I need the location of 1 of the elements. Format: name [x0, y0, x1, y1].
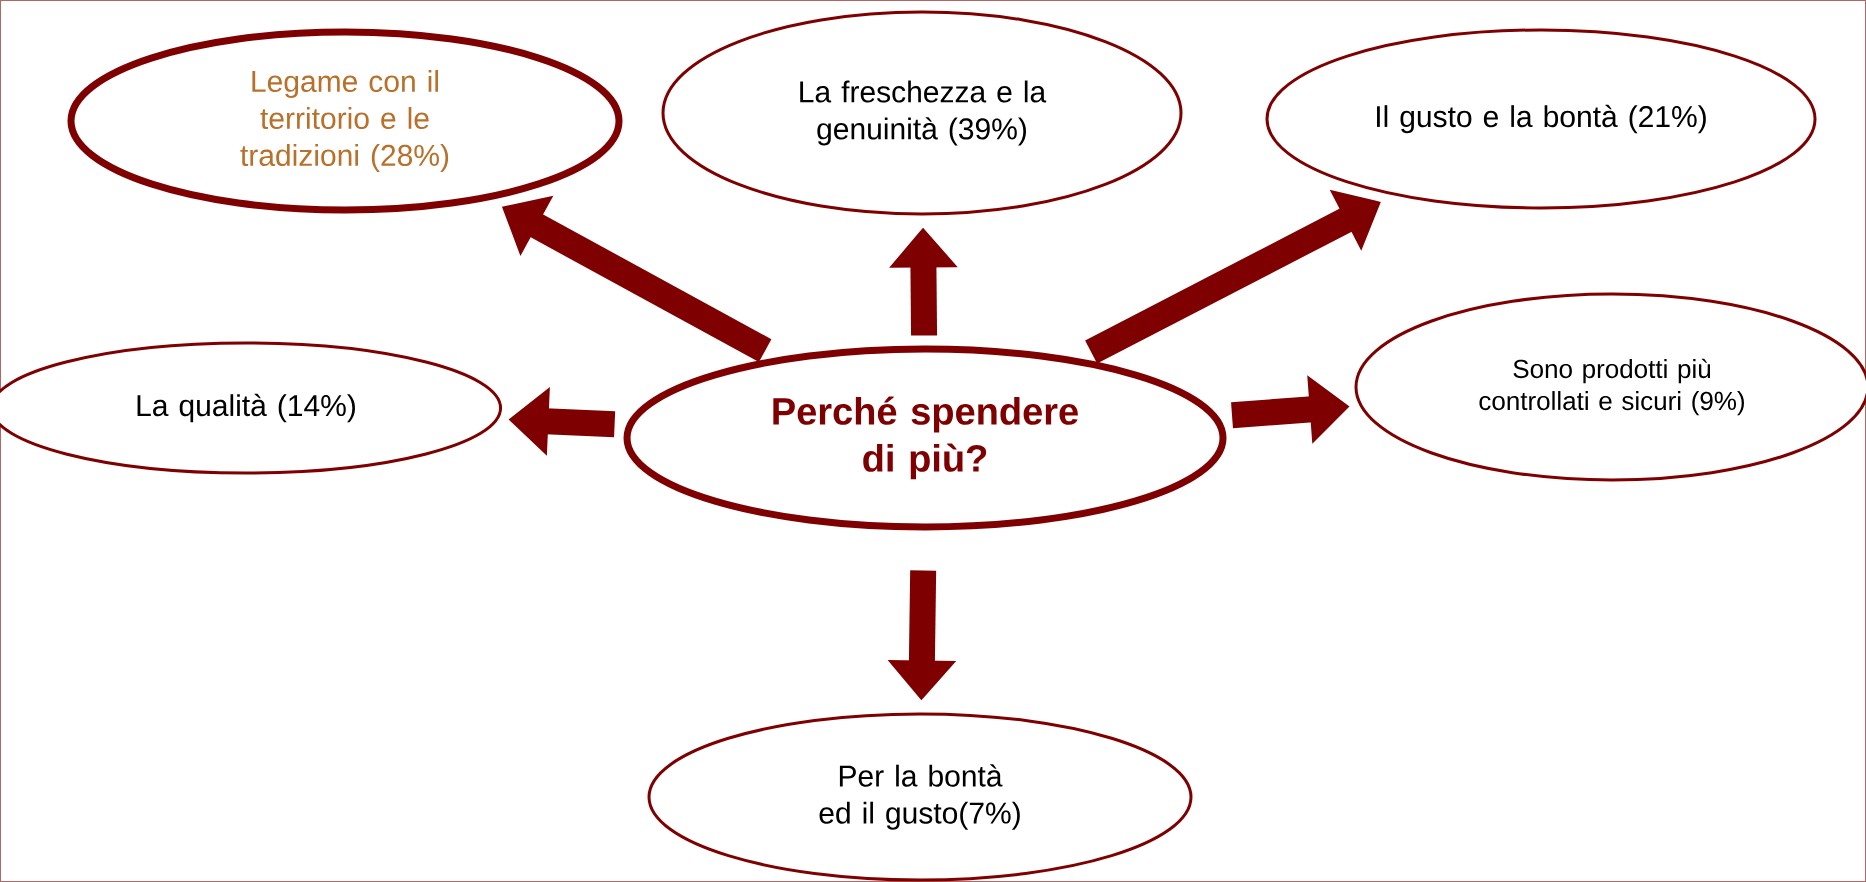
node-label: Sono prodotti più controllati e sicuri (9%) [1479, 358, 1744, 416]
